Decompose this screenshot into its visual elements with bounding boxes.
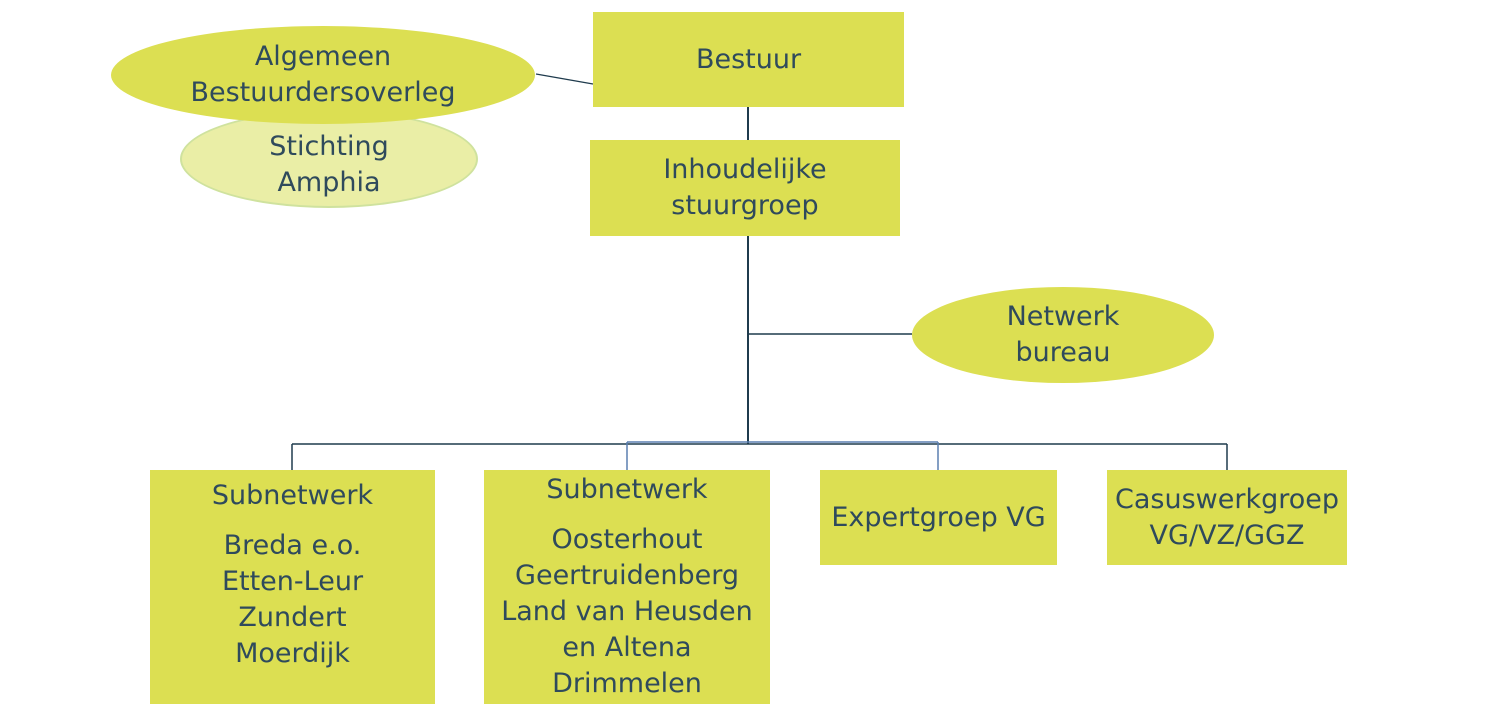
subnetwerk-oosterhout-line-1: Oosterhout [551,524,703,555]
algemeen-line-2: Bestuurdersoverleg [190,77,456,108]
netwerkbureau-line-2: bureau [1015,337,1111,368]
subnetwerk-oosterhout-line-5: Drimmelen [552,668,702,699]
subnetwerk-breda-node: Subnetwerk Breda e.o. Etten-Leur Zundert… [150,470,435,704]
stichting-line-1: Stichting [269,131,389,162]
subnetwerk-oosterhout-line-4: en Altena [562,632,692,663]
bestuur-node: Bestuur [593,12,904,107]
algemeen-line-1: Algemeen [254,41,392,72]
subnetwerk-oosterhout-line-2: Geertruidenberg [515,560,739,591]
casuswerkgroep-node: Casuswerkgroep VG/VZ/GGZ [1107,470,1347,565]
inhoudelijke-stuurgroep-node: Inhoudelijke stuurgroep [590,140,900,236]
stuurgroep-line-2: stuurgroep [671,190,819,221]
netwerk-bureau-node: Netwerk bureau [912,287,1214,383]
casuswerkgroep-line-1: Casuswerkgroep [1115,483,1339,515]
subnetwerk-breda-line-3: Zundert [238,602,347,633]
subnetwerk-breda-line-1: Breda e.o. [223,530,362,561]
subnetwerk-oosterhout-title: Subnetwerk [546,474,708,505]
expertgroep-line-1: Expertgroep VG [831,501,1046,533]
connector-bestuur-algemeen [535,73,594,85]
subnetwerk-breda-title: Subnetwerk [211,480,374,511]
stuurgroep-line-1: Inhoudelijke [663,154,827,185]
expertgroep-vg-node: Expertgroep VG [820,470,1057,565]
subnetwerk-oosterhout-line-3: Land van Heusden [501,596,753,627]
netwerkbureau-line-1: Netwerk [1006,301,1120,332]
bestuur-line-1: Bestuur [695,43,802,75]
stichting-line-2: Amphia [277,167,381,198]
algemeen-bestuurdersoverleg-node: Algemeen Bestuurdersoverleg [111,26,535,124]
subnetwerk-breda-line-4: Moerdijk [235,638,350,669]
casuswerkgroep-line-2: VG/VZ/GGZ [1149,519,1305,551]
subnetwerk-oosterhout-node: Subnetwerk Oosterhout Geertruidenberg La… [484,470,770,704]
subnetwerk-breda-line-2: Etten-Leur [221,566,364,597]
stichting-amphia-node: Stichting Amphia [180,110,478,208]
